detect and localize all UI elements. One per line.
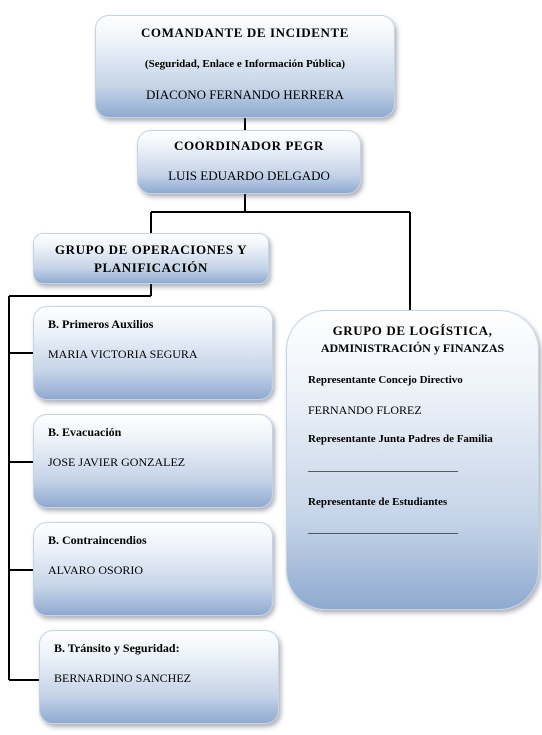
- commander-subtitle: (Seguridad, Enlace e Información Pública…: [144, 58, 346, 70]
- logistics-title-line1: GRUPO DE LOGÍSTICA,: [332, 323, 493, 338]
- brigade-box-traffic: B. Tránsito y Seguridad: BERNARDINO SANC…: [39, 630, 279, 724]
- brigade-leader-name: BERNARDINO SANCHEZ: [54, 671, 192, 685]
- logistics-title-line2: ADMINISTRACIÓN y FINANZAS: [320, 341, 505, 355]
- brigade-title: B. Contraincendios: [48, 533, 147, 547]
- commander-title: COMANDANTE DE INCIDENTE: [140, 25, 350, 40]
- brigade-box-evacuation: B. Evacuación JOSE JAVIER GONZALEZ: [33, 414, 273, 508]
- commander-name: DIACONO FERNANDO HERRERA: [146, 87, 344, 102]
- brigade-leader-name: JOSE JAVIER GONZALEZ: [48, 455, 186, 469]
- rep-students-label: Representante de Estudiantes: [308, 496, 448, 508]
- operations-title-line1: GRUPO DE OPERACIONES Y: [54, 242, 248, 257]
- rep-council-label: Representante Concejo Directivo: [308, 374, 463, 386]
- rep-parents-name: _________________________: [308, 459, 458, 473]
- brigade-leader-name: ALVARO OSORIO: [48, 563, 144, 577]
- brigade-leader-name: MARIA VICTORIA SEGURA: [48, 347, 198, 361]
- brigade-box-fire: B. Contraincendios ALVARO OSORIO: [33, 522, 273, 616]
- brigade-title: B. Evacuación: [48, 425, 122, 439]
- rep-council-name: FERNANDO FLOREZ: [308, 403, 422, 417]
- coordinator-box: COORDINADOR PEGR LUIS EDUARDO DELGADO: [137, 130, 361, 194]
- commander-box: COMANDANTE DE INCIDENTE (Seguridad, Enla…: [95, 15, 395, 118]
- brigade-title: B. Primeros Auxilios: [48, 317, 154, 331]
- brigade-box-first-aid: B. Primeros Auxilios MARIA VICTORIA SEGU…: [33, 306, 273, 400]
- coordinator-name: LUIS EDUARDO DELGADO: [168, 168, 330, 183]
- brigade-title: B. Tránsito y Seguridad:: [54, 641, 180, 655]
- operations-box: GRUPO DE OPERACIONES Y PLANIFICACIÓN: [33, 233, 269, 284]
- coordinator-title: COORDINADOR PEGR: [173, 138, 325, 153]
- rep-students-name: _________________________: [308, 521, 458, 535]
- logistics-box: GRUPO DE LOGÍSTICA, ADMINISTRACIÓN y FIN…: [286, 310, 539, 610]
- operations-title-line2: PLANIFICACIÓN: [94, 260, 208, 275]
- rep-parents-label: Representante Junta Padres de Familia: [308, 433, 493, 445]
